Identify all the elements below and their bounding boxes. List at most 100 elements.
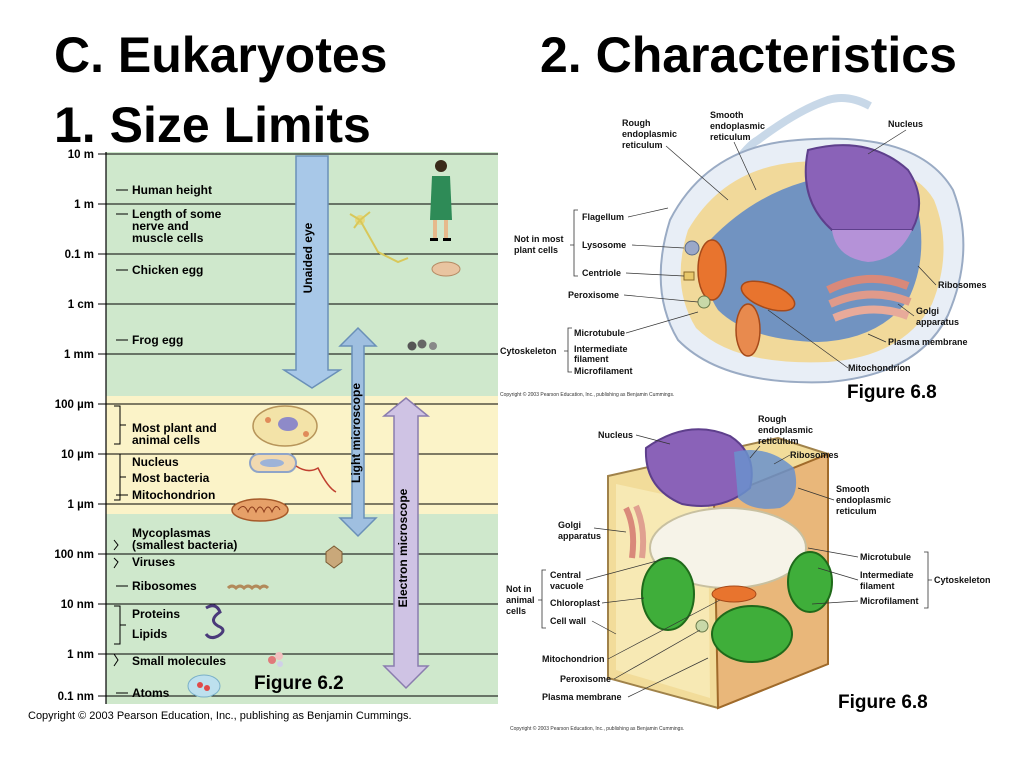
chloroplast-shape [711,605,793,663]
cell-label: Cytoskeleton [934,575,991,585]
cell-label: filament [860,581,895,591]
cell-label: Microfilament [574,366,633,376]
plant-er [734,450,797,509]
cell-label: Not in most [514,234,564,244]
cell-label: plant cells [514,245,558,255]
tick-row: 10 nm [61,599,498,611]
cell-label: Mitochondrion [542,654,605,664]
cell-label: Smooth [836,484,870,494]
item-label: Mitochondrion [132,488,215,502]
nerve-cell-icon [349,211,409,264]
tick-label: 0.1 m [65,249,94,261]
cell-label: Cytoskeleton [500,346,557,356]
plant-animal-cell-icon [252,405,318,447]
cell-label: Plasma membrane [888,337,968,347]
band-electron [106,514,498,704]
cell-label: reticulum [710,132,751,142]
item-label: muscle cells [132,231,204,245]
animal-cell-labels: Rough endoplasmic reticulum Smooth endop… [500,110,987,376]
tick-label: 10 m [68,149,94,161]
nucleus-cutaway [832,230,912,262]
tick-row: 100 µm [55,399,498,411]
item-label: Proteins [132,607,180,621]
cell-label: Intermediate [860,570,914,580]
plant-peroxisome [695,619,709,633]
plant-cell-copyright: Copyright © 2003 Pearson Education, Inc.… [510,726,685,732]
item-label: Length of some [132,207,222,221]
item-label: Human height [132,183,212,197]
cell-label: reticulum [758,436,799,446]
frog-egg-icon [407,339,437,351]
plant-mitochondrion [711,585,757,603]
item-label: (smallest bacteria) [132,538,237,552]
electron-microscope-arrow: Electron microscope [381,397,431,690]
cell-label: Centriole [582,268,621,278]
tick-label: 100 nm [54,549,94,561]
item-label: Mycoplasmas [132,526,211,540]
cell-label: Mitochondrion [848,363,911,373]
bacteria-icon [249,453,337,493]
ribosomes-icon [226,584,270,591]
item-label: Chicken egg [132,263,203,277]
cell-label: Flagellum [582,212,624,222]
tick-label: 0.1 nm [58,691,94,703]
electron-microscope-label: Electron microscope [396,488,410,607]
size-scale-diagram: 10 m 1 m 0.1 m 1 cm 1 mm 100 µm 10 µm 1 … [54,149,498,704]
cell-label: Cell wall [550,616,586,626]
item-label: nerve and [132,219,189,233]
plant-golgi [623,504,647,559]
item-label: Most bacteria [132,471,210,485]
cell-label: Nucleus [598,430,633,440]
title-eukaryotes: C. Eukaryotes [54,27,388,83]
cell-label: Peroxisome [568,290,619,300]
mitochondrion-shape [697,239,727,301]
cell-label: endoplasmic [836,495,891,505]
item-label: Ribosomes [132,579,197,593]
item-label: animal cells [132,433,200,447]
small-molecule-icon [268,652,283,667]
tick-label: 1 cm [68,299,94,311]
mitochondrion-shape [740,280,796,312]
cell-label: apparatus [916,317,959,327]
animal-figure-label: Figure 6.8 [847,382,937,403]
atom-icon [187,674,221,698]
plant-cell-diagram: Nucleus Rough endoplasmic reticulum Ribo… [506,414,991,710]
plant-cell-labels: Nucleus Rough endoplasmic reticulum Ribo… [506,414,991,702]
tick-label: 10 µm [61,449,94,461]
tick-label: 1 nm [67,649,94,661]
tick-row: 0.1 nm [58,691,498,703]
cell-label: animal [506,595,535,605]
title-size-limits: 1. Size Limits [54,97,371,153]
item-label: Small molecules [132,654,226,668]
tick-label: 1 µm [68,499,94,511]
plant-figure-label: Figure 6.8 [838,692,928,713]
item-label: Most plant and [132,421,217,435]
size-items: Human height Length of some nerve and mu… [113,183,237,700]
centriole-shape [683,271,695,281]
tick-label: 10 nm [61,599,94,611]
cell-label: Microtubule [860,552,911,562]
cell-label: endoplasmic [710,121,765,131]
unaided-eye-arrow: Unaided eye [281,155,343,389]
cell-label: Lysosome [582,240,626,250]
human-figure-icon [430,160,452,241]
cell-label: endoplasmic [758,425,813,435]
tick-row: 1 µm [68,499,498,511]
peroxisome-shape [697,295,711,309]
figure-6-2-label: Figure 6.2 [254,673,344,694]
cell-label: Not in [506,584,532,594]
cell-label: Intermediate [574,344,628,354]
mitochondrion-shape [735,303,761,357]
animal-cell-copyright: Copyright © 2003 Pearson Education, Inc.… [500,392,675,398]
protein-icon [204,604,225,640]
cell-label: Ribosomes [938,280,987,290]
tick-row: 100 nm [54,549,498,561]
tick-row: 1 nm [67,649,498,661]
mitochondrion-icon [231,498,289,522]
animal-cell-diagram: Rough endoplasmic reticulum Smooth endop… [500,94,987,384]
cell-label: Rough [758,414,787,424]
cell-label: endoplasmic [622,129,677,139]
item-label: Frog egg [132,333,183,347]
cell-label: Microtubule [574,328,625,338]
cell-label: filament [574,354,609,364]
